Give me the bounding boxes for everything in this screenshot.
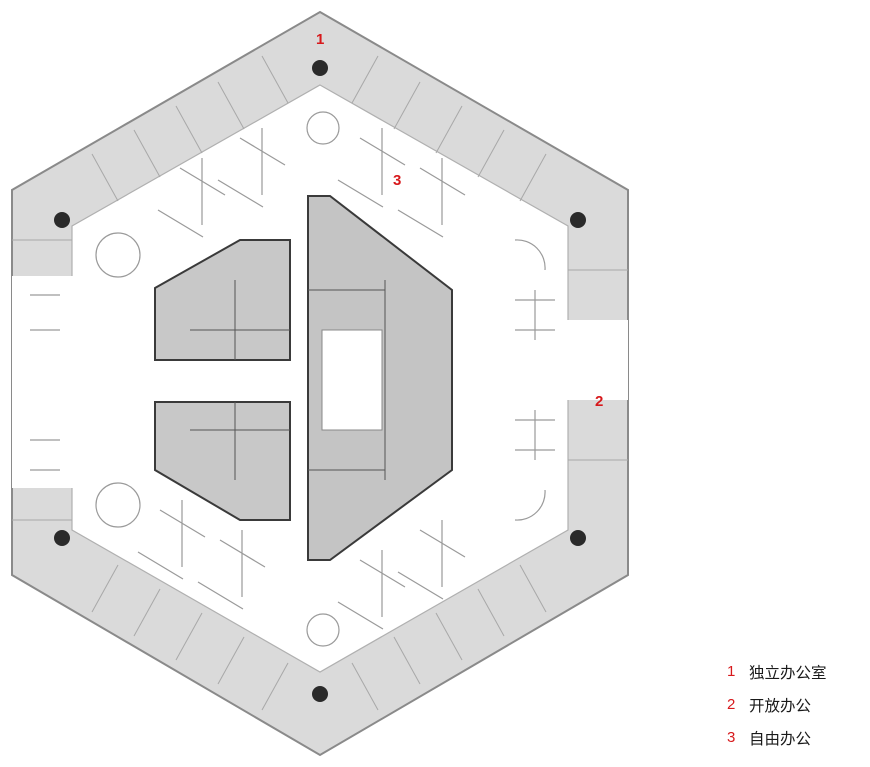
- lounge-circles: [95, 111, 546, 647]
- floor-plan: [11, 10, 629, 757]
- legend-number: 2: [727, 696, 736, 713]
- marker-2: 2: [595, 393, 604, 410]
- east-open-bay: [566, 320, 628, 400]
- legend-item-3: 3 自由办公: [727, 721, 827, 754]
- legend-number: 3: [727, 729, 736, 746]
- desk-clusters: [30, 128, 555, 630]
- legend-label: 独立办公室: [749, 663, 827, 682]
- core-room-lines: [190, 280, 386, 480]
- legend-item-1: 1 独立办公室: [727, 655, 827, 688]
- legend-number: 1: [727, 663, 736, 680]
- structural-columns: [54, 60, 586, 702]
- marker-3: 3: [393, 172, 402, 189]
- legend-label: 开放办公: [749, 696, 812, 715]
- legend-label: 自由办公: [749, 729, 812, 748]
- office-partitions: [12, 55, 628, 711]
- legend-item-2: 2 开放办公: [727, 688, 827, 721]
- legend: 1 独立办公室 2 开放办公 3 自由办公: [727, 655, 827, 754]
- west-open-bay: [12, 276, 74, 488]
- marker-1: 1: [316, 31, 325, 48]
- atrium-void: [321, 329, 383, 431]
- core-left-lower: [154, 401, 291, 521]
